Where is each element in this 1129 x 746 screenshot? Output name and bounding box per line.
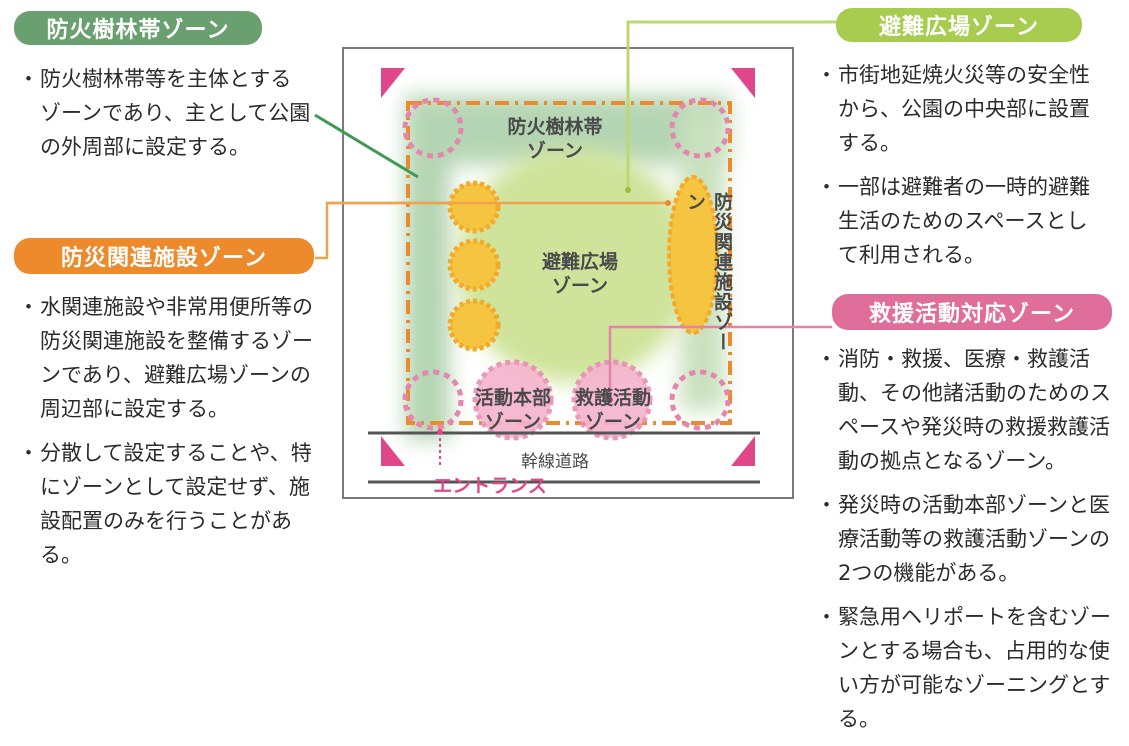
leader-dot-facilities — [665, 200, 671, 206]
hq-zone-label: 活動本部ゾーン — [474, 387, 551, 433]
facility-circle — [447, 298, 501, 352]
disaster-facilities-label: 防災関連施設ゾーン — [684, 192, 733, 352]
facilities-zone-bullets: 水関連施設や非常用便所等の防災関連施設を整備するゾーンであり、避難広場ゾーンの周… — [18, 290, 322, 582]
forest-zone-tag: 防火樹林帯ゾーン — [14, 11, 262, 45]
corner-circle-bl — [402, 369, 464, 431]
bullet: 消防・救援、医療・救護活動、その他諸活動のためのスペースや発災時の救援救護活動の… — [816, 342, 1120, 478]
main-road-label: 幹線道路 — [521, 452, 589, 472]
rescue-zone-tag: 救援活動対応ゾーン — [832, 294, 1112, 330]
bullet: 市街地延焼火災等の安全性から、公園の中央部に設置する。 — [816, 58, 1100, 160]
forest-zone-bullets: 防火樹林帯等を主体とするゾーンであり、主として公園の外周部に設定する。 — [18, 62, 312, 174]
corner-circle-tl — [402, 97, 464, 159]
entrance-label: エントランス — [433, 475, 547, 497]
facility-circle — [447, 180, 501, 234]
park-zoning-diagram — [314, 20, 838, 499]
bullet: 発災時の活動本部ゾーンと医療活動等の救護活動ゾーンの2つの機能がある。 — [816, 488, 1120, 590]
hq-zone-circle — [472, 359, 554, 441]
entrance-dot — [437, 429, 443, 435]
evacuation-zone-bullets: 市街地延焼火災等の安全性から、公園の中央部に設置する。 一部は避難者の一時的避難… — [816, 58, 1100, 282]
bullet: 水関連施設や非常用便所等の防災関連施設を整備するゾーンであり、避難広場ゾーンの周… — [18, 290, 322, 426]
corner-circle-tr — [669, 97, 731, 159]
rescue-zone-bullets: 消防・救援、医療・救護活動、その他諸活動のためのスペースや発災時の救援救護活動の… — [816, 342, 1120, 746]
corner-marker-tl — [381, 68, 405, 98]
bullet: 分散して設定することや、特にゾーンとして設定せず、施設配置のみを行うことがある。 — [18, 436, 322, 572]
bullet: 緊急用ヘリポートを含むゾーンとする場合も、占用的な使い方が可能なゾーニングとする… — [816, 600, 1120, 736]
evacuation-zone-tag: 避難広場ゾーン — [836, 8, 1082, 42]
leader-dot-evacuation — [625, 187, 631, 193]
leader-line-forest — [314, 113, 419, 179]
facilities-zone-tag: 防災関連施設ゾーン — [14, 238, 314, 274]
corner-circle-br — [669, 369, 731, 431]
evacuation-square-area — [457, 147, 693, 383]
forest-zone-label: 防火樹林帯ゾーン — [507, 116, 603, 162]
evacuation-square-label: 避難広場ゾーン — [541, 251, 618, 297]
zone-boundary-dashed — [406, 101, 732, 425]
corner-marker-br — [731, 436, 755, 466]
bullet: 一部は避難者の一時的避難生活のためのスペースとして利用される。 — [816, 170, 1100, 272]
bullet: 防火樹林帯等を主体とするゾーンであり、主として公園の外周部に設定する。 — [18, 62, 312, 164]
facility-ellipse — [667, 175, 719, 335]
leader-line-evacuation — [626, 20, 838, 190]
facility-circle — [447, 238, 501, 292]
leader-line-rescue — [608, 325, 832, 400]
rescue-activity-zone-label: 救護活動ゾーン — [574, 387, 651, 433]
corner-marker-tr — [731, 68, 755, 98]
corner-marker-bl — [381, 436, 405, 466]
leader-dot-rescue — [607, 397, 613, 403]
facility-circles — [447, 180, 501, 352]
